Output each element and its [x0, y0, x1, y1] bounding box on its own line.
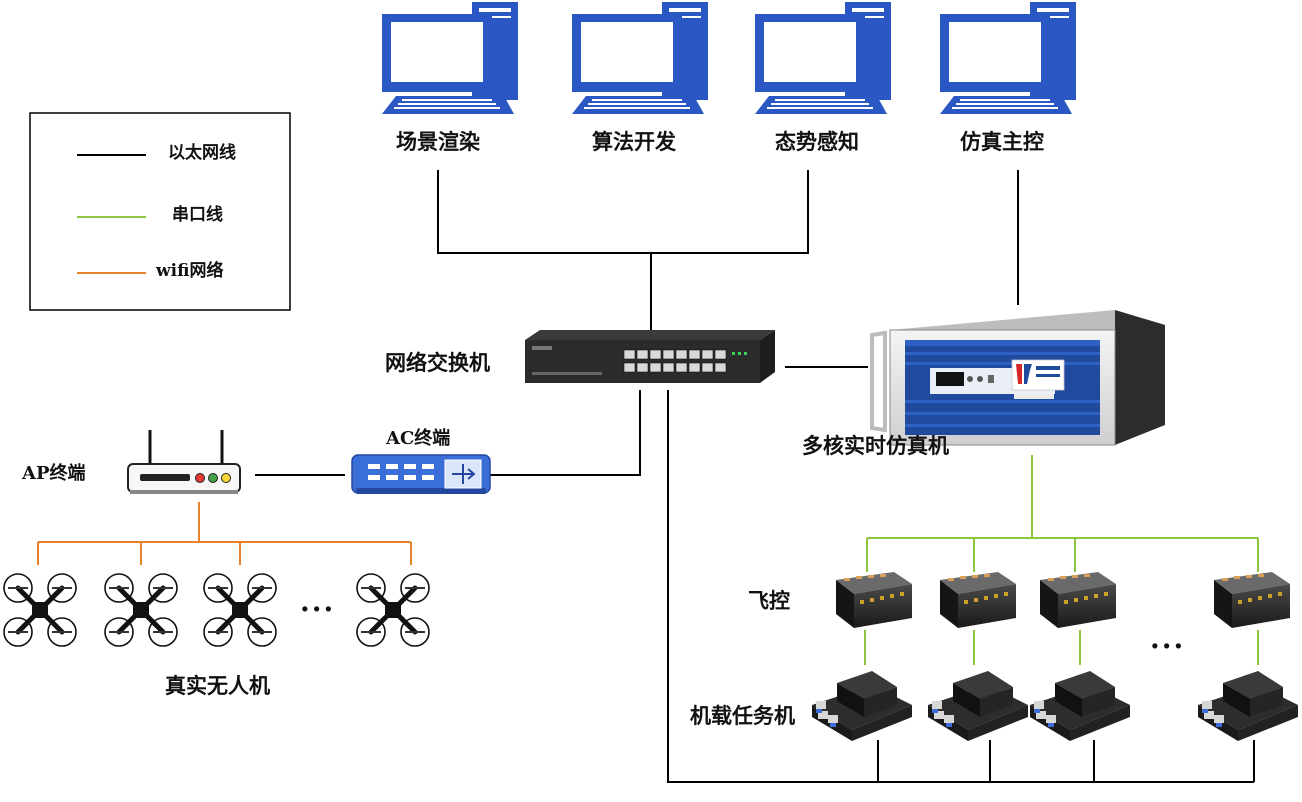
drone-icon [203, 573, 277, 647]
computer-icon [755, 2, 891, 114]
onboard-computer-label: 机载任务机 [690, 703, 795, 728]
drone-ellipsis: ... [300, 585, 336, 618]
onboard-computer-icon [812, 671, 912, 741]
ap-router-icon [127, 430, 241, 494]
legend-ethernet-label: 以太网线 [168, 143, 236, 163]
flight-controller-icon [1040, 572, 1116, 628]
flight-controller-ellipsis: ... [1150, 622, 1186, 655]
simulator-label: 多核实时仿真机 [802, 433, 949, 458]
legend-box [29, 112, 291, 311]
onboard-computer-icon [1198, 671, 1298, 741]
wifi-lines [37, 502, 412, 565]
computer-label-situation-awareness: 态势感知 [775, 129, 859, 154]
network-switch-icon [525, 330, 775, 383]
computer-icon [940, 2, 1076, 114]
legend-serial-label: 串口线 [172, 205, 223, 225]
computer-icon [382, 2, 518, 114]
flight-controller-label: 飞控 [748, 588, 790, 613]
drone-icon [3, 573, 77, 647]
ap-terminal-label: AP终端 [22, 463, 86, 484]
computer-label-algorithm-dev: 算法开发 [592, 129, 676, 154]
flight-controller-icon [1214, 572, 1290, 628]
serial-lines [864, 455, 1259, 665]
ethernet-lines [255, 170, 1255, 783]
drone-icon [104, 573, 178, 647]
ac-terminal-label: AC终端 [386, 428, 451, 449]
drone-icon [356, 573, 430, 647]
computer-label-scene-render: 场景渲染 [396, 129, 480, 154]
flight-controller-icon [940, 572, 1016, 628]
drones-label: 真实无人机 [165, 673, 270, 698]
onboard-computer-icon [928, 671, 1028, 741]
computer-label-sim-master: 仿真主控 [960, 129, 1044, 154]
simulator-rack-icon [870, 310, 1165, 446]
computer-icon [572, 2, 708, 114]
ac-terminal-icon [351, 454, 491, 494]
onboard-computer-icon [1030, 671, 1130, 741]
switch-label: 网络交换机 [385, 350, 490, 375]
flight-controller-icon [836, 572, 912, 628]
legend-wifi-label: wifi网络 [156, 261, 224, 281]
